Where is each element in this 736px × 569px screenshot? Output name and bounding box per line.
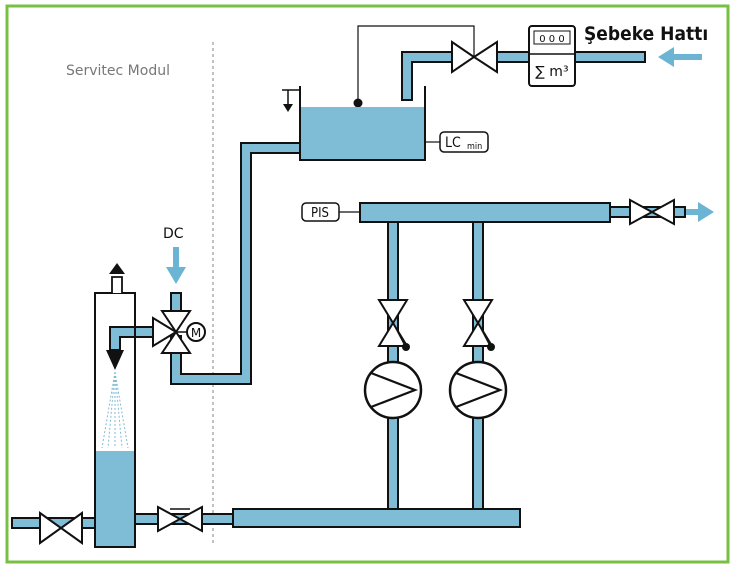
inflow-arrow	[658, 47, 702, 67]
supply-valve[interactable]	[451, 40, 498, 74]
pump-1[interactable]	[363, 360, 423, 420]
supply-pipe-elbow	[401, 51, 453, 101]
pump-2[interactable]	[448, 360, 508, 420]
module-label: Servitec Modul	[66, 63, 170, 79]
discharge-header	[359, 202, 611, 223]
vent-arrow	[109, 263, 125, 293]
outlet-valve[interactable]	[157, 505, 203, 533]
supply-pipe-right	[574, 51, 646, 63]
level-switch-label: LC	[445, 135, 461, 151]
break-tank	[299, 86, 426, 161]
outflow-arrow	[686, 202, 714, 222]
suction-pipe	[170, 142, 301, 385]
diagram-frame	[5, 4, 730, 564]
water-meter: 0 0 0 ∑ m³	[528, 25, 576, 87]
pressure-switch-tag: PIS	[301, 202, 360, 222]
drain-valve[interactable]	[39, 511, 83, 545]
level-switch-sub: min	[467, 142, 482, 152]
overflow-symbol	[282, 89, 300, 112]
network-line-label: Şebeke Hattı	[584, 23, 708, 45]
motor-icon	[186, 322, 206, 342]
dc-arrow	[166, 247, 186, 284]
spray-feed-pipe	[109, 326, 154, 351]
meter-unit: ∑ m³	[535, 64, 568, 80]
pump-valve-1[interactable]	[377, 299, 410, 351]
float-sensor	[353, 98, 363, 108]
dc-label: DC	[163, 226, 184, 242]
spray-pattern	[101, 371, 129, 449]
spray-nozzle	[106, 350, 124, 370]
supply-pipe-mid	[496, 51, 530, 63]
motor-label: M	[191, 326, 201, 340]
three-way-motor-valve[interactable]: M	[152, 310, 206, 354]
float-control-line	[357, 25, 475, 103]
meter-digits: 0 0 0	[539, 34, 564, 45]
pump-valve-2[interactable]	[462, 299, 495, 351]
level-switch-tag: LC min	[439, 131, 489, 153]
suction-header	[232, 508, 521, 528]
discharge-valve[interactable]	[629, 198, 675, 226]
pressure-switch-label: PIS	[311, 206, 329, 221]
